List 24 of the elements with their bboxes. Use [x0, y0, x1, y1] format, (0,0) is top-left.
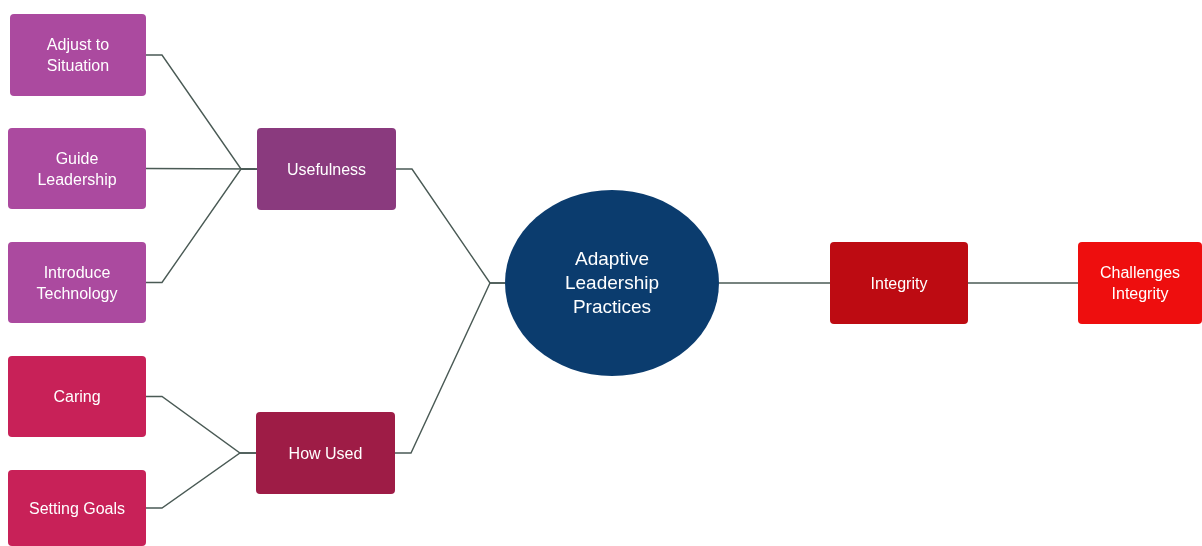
topic-box	[8, 470, 146, 546]
node-label: Integrity	[870, 273, 928, 294]
node-label: Guide Leadership	[36, 148, 118, 190]
topic-box	[1078, 242, 1202, 324]
connector-line	[394, 282, 506, 454]
connector-line	[967, 282, 1079, 284]
node-label: Introduce Technology	[35, 262, 119, 304]
topic-box	[8, 242, 146, 323]
topic-box	[830, 242, 968, 324]
node-label: Adjust to Situation	[45, 35, 111, 76]
node-label: Setting Goals	[28, 498, 126, 519]
topic-box	[8, 128, 146, 209]
topic-box	[10, 14, 146, 96]
connector-line	[145, 452, 257, 509]
connector-line	[718, 282, 831, 284]
node-label: How Used	[288, 443, 363, 464]
node-label: Challenges Integrity	[1098, 263, 1182, 304]
node-label: Adaptive Leadership Practices	[564, 247, 660, 319]
topic-box	[8, 356, 146, 437]
topic-box	[257, 128, 396, 210]
topic-box	[256, 412, 395, 494]
node-label: Usefulness	[286, 159, 367, 180]
connector-line	[145, 168, 258, 284]
node-label: Caring	[53, 387, 101, 407]
